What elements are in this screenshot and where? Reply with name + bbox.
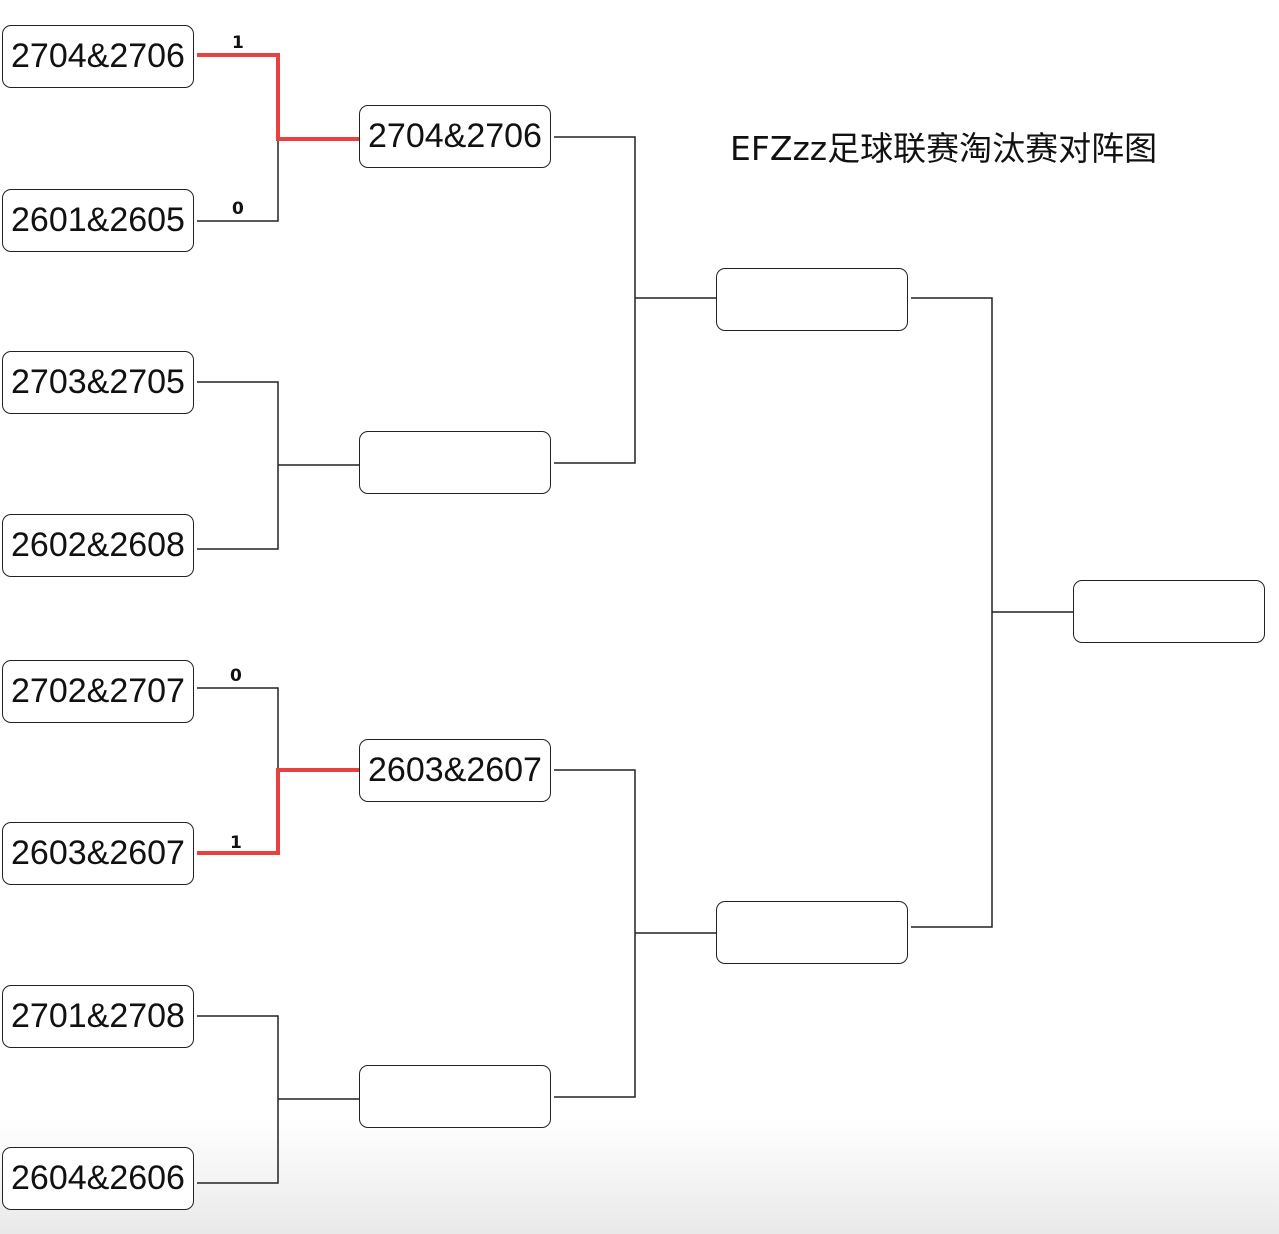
score-label: 1 <box>230 833 242 853</box>
connector-r2-m2 <box>554 769 717 1098</box>
round2-team-box: 2603&2607 <box>359 739 551 802</box>
round2-team-box: 2704&2706 <box>359 105 551 168</box>
champion-box <box>1073 580 1265 643</box>
score-label: 1 <box>232 33 244 53</box>
round2-team-box <box>359 1065 551 1128</box>
round1-team-box: 2601&2605 <box>2 189 194 252</box>
round2-team-box <box>359 431 551 494</box>
round1-team-box: 2701&2708 <box>2 985 194 1048</box>
connector-semifinal <box>911 297 1074 928</box>
connector-r1-m2 <box>197 381 360 550</box>
connector-r1-m3 <box>197 687 279 770</box>
winner-path-top <box>197 53 360 141</box>
winner-path-bottom <box>197 768 360 855</box>
connector-r1-m1 <box>197 55 279 222</box>
round1-team-box: 2602&2608 <box>2 514 194 577</box>
round1-team-box: 2703&2705 <box>2 351 194 414</box>
score-label: 0 <box>232 199 244 219</box>
round3-team-box <box>716 901 908 964</box>
round3-team-box <box>716 268 908 331</box>
round1-team-box: 2604&2606 <box>2 1147 194 1210</box>
score-label: 0 <box>230 666 242 686</box>
connector-r2-m1 <box>554 136 717 464</box>
bracket-title: EFZzz足球联赛淘汰赛对阵图 <box>730 129 1158 168</box>
round1-team-box: 2702&2707 <box>2 660 194 723</box>
connector-r1-m4 <box>197 1015 360 1184</box>
round1-team-box: 2704&2706 <box>2 25 194 88</box>
round1-team-box: 2603&2607 <box>2 822 194 885</box>
